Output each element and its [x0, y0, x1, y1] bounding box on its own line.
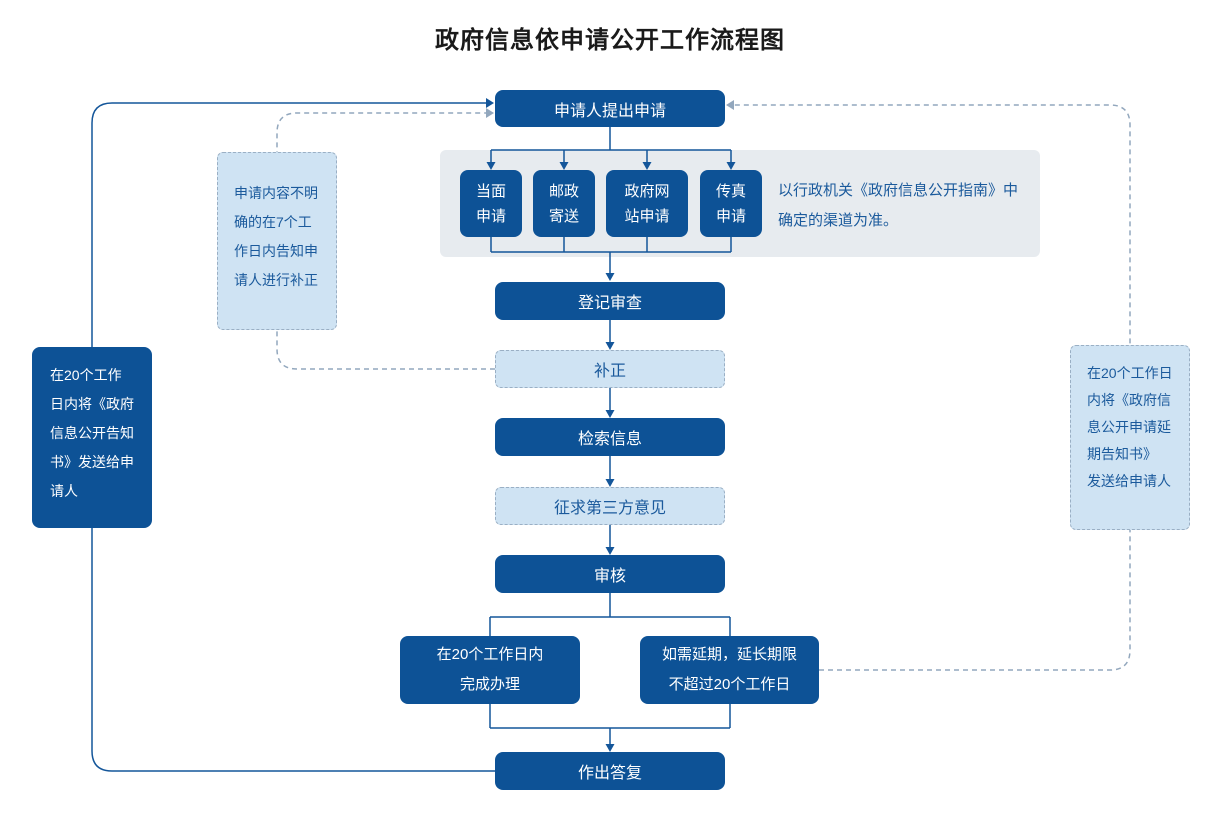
- node-channel-fax: 传真申请: [700, 170, 762, 237]
- node-extension-label: 如需延期，延长期限不超过20个工作日: [661, 646, 797, 693]
- annotation-reply-notice: 在20个工作日内将《政府信息公开告知书》发送给申请人: [32, 347, 152, 528]
- channel-label: 当面申请: [475, 182, 506, 225]
- node-search-label: 检索信息: [577, 431, 642, 448]
- node-reply: 作出答复: [495, 752, 725, 790]
- solid-arrowheads: [486, 98, 736, 752]
- node-apply: 申请人提出申请: [495, 90, 725, 127]
- connector-merge-to-reply: [489, 704, 731, 744]
- connector-supplement-loop: [276, 112, 495, 370]
- node-third-party: 征求第三方意见: [495, 487, 725, 525]
- dashed-arrowheads: [486, 100, 734, 118]
- node-extension: 如需延期，延长期限不超过20个工作日: [640, 636, 819, 704]
- channel-label: 邮政寄送: [548, 182, 579, 225]
- channel-label: 传真申请: [715, 182, 746, 225]
- node-review-label: 审核: [593, 568, 626, 585]
- node-reply-label: 作出答复: [577, 765, 642, 782]
- connector-channels-to-register: [490, 237, 732, 273]
- node-supplement-label: 补正: [593, 363, 626, 380]
- channels-note: 以行政机关《政府信息公开指南》中确定的渠道为准。: [778, 182, 1019, 229]
- annotation-extension-notice: 在20个工作日内将《政府信息公开申请延期告知书》 发送给申请人: [1070, 345, 1190, 530]
- connector-review-branch: [489, 593, 731, 636]
- node-channel-in-person: 当面申请: [460, 170, 522, 237]
- node-third-party-label: 征求第三方意见: [553, 500, 666, 517]
- connector-apply-to-channels: [490, 127, 732, 163]
- annotation-supplement-note: 申请内容不明确的在7个工作日内告知申请人进行补正: [217, 152, 337, 330]
- node-within-20-days-label: 在20个工作日内完成办理: [436, 646, 544, 693]
- node-channel-website: 政府网站申请: [606, 170, 688, 237]
- node-channel-postal: 邮政寄送: [533, 170, 595, 237]
- node-search: 检索信息: [495, 418, 725, 456]
- channel-label: 政府网站申请: [624, 182, 670, 225]
- node-within-20-days: 在20个工作日内完成办理: [400, 636, 580, 704]
- node-review: 审核: [495, 555, 725, 593]
- page-title: 政府信息依申请公开工作流程图: [435, 27, 785, 54]
- node-register-label: 登记审查: [577, 295, 642, 312]
- node-supplement: 补正: [495, 350, 725, 388]
- node-apply-label: 申请人提出申请: [553, 102, 666, 120]
- node-register: 登记审查: [495, 282, 725, 320]
